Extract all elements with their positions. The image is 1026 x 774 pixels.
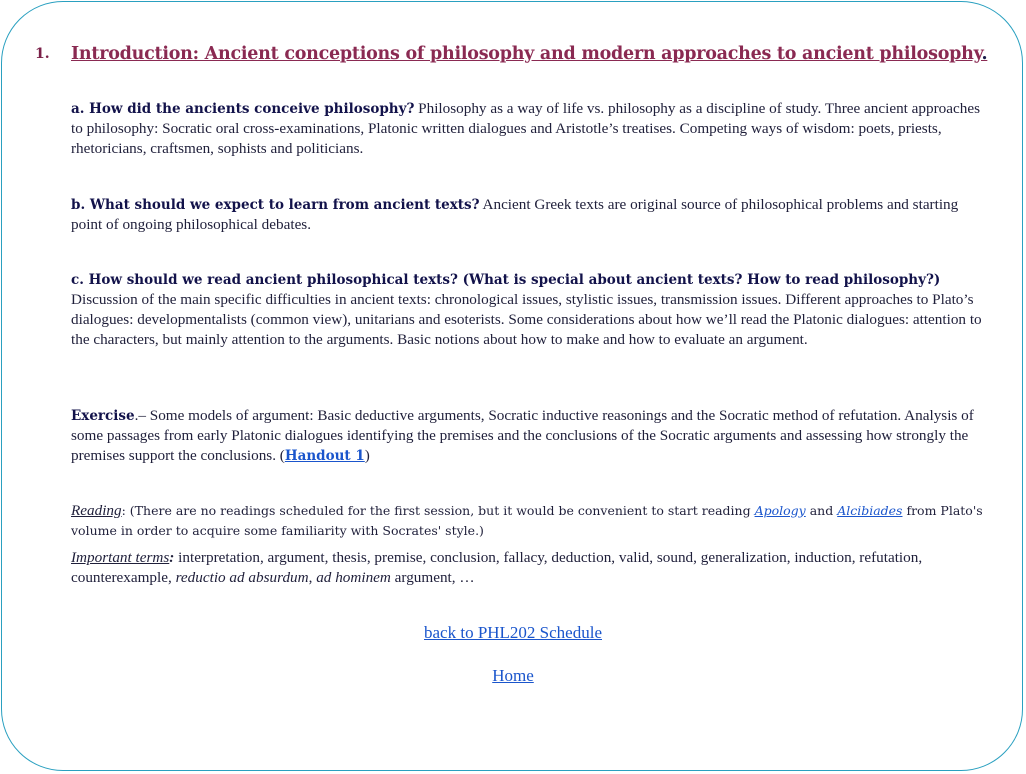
terms-italic-hominem: ad hominem [316, 569, 391, 586]
handout-1-link[interactable]: Handout 1 [284, 448, 365, 464]
heading-title-link[interactable]: Introduction: Ancient conceptions of phi… [71, 44, 988, 64]
home-link-row: Home [0, 666, 1026, 686]
reading-outro: from Plato's volume in order to acquire … [71, 503, 983, 538]
terms-italic-reductio: reductio ad absurdum [175, 569, 309, 586]
terms-label: Important terms [71, 549, 170, 566]
exercise-label: Exercise [71, 408, 135, 424]
exercise-body: .– Some models of argument: Basic deduct… [71, 407, 974, 464]
heading-number: 1. [35, 46, 50, 62]
alcibiades-link[interactable]: Alcibiades [837, 503, 903, 518]
reading-and: and [805, 503, 838, 518]
schedule-link-row: back to PHL202 Schedule [0, 623, 1026, 643]
terms-block: Important terms: interpretation, argumen… [71, 548, 991, 588]
heading-trailing: . [981, 44, 988, 64]
back-to-schedule-link[interactable]: back to PHL202 Schedule [424, 623, 602, 642]
terms-colon: : [169, 549, 175, 566]
section-a-question: a. How did the ancients conceive philoso… [71, 101, 415, 117]
reading-block: Reading: (There are no readings schedule… [71, 501, 991, 541]
section-b: b. What should we expect to learn from a… [71, 195, 991, 235]
apology-link[interactable]: Apology [754, 503, 806, 518]
section-c-body: Discussion of the main specific difficul… [71, 291, 982, 348]
section-c: c. How should we read ancient philosophi… [71, 270, 991, 350]
home-link[interactable]: Home [492, 666, 534, 685]
section-a: a. How did the ancients conceive philoso… [71, 99, 991, 159]
terms-comma: , [308, 569, 317, 586]
exercise-block: Exercise.– Some models of argument: Basi… [71, 406, 991, 466]
heading-title-text: Introduction: Ancient conceptions of phi… [71, 44, 982, 64]
section-b-question: b. What should we expect to learn from a… [71, 197, 480, 213]
terms-body: interpretation, argument, thesis, premis… [71, 549, 923, 586]
reading-label: Reading [71, 502, 122, 519]
reading-intro: : (There are no readings scheduled for t… [121, 503, 755, 518]
section-a-body: Philosophy as a way of life vs. philosop… [71, 100, 980, 157]
exercise-close: ) [364, 447, 370, 464]
terms-tail: argument, … [390, 569, 475, 586]
section-b-body: Ancient Greek texts are original source … [71, 196, 959, 233]
section-c-question: c. How should we read ancient philosophi… [71, 272, 941, 288]
